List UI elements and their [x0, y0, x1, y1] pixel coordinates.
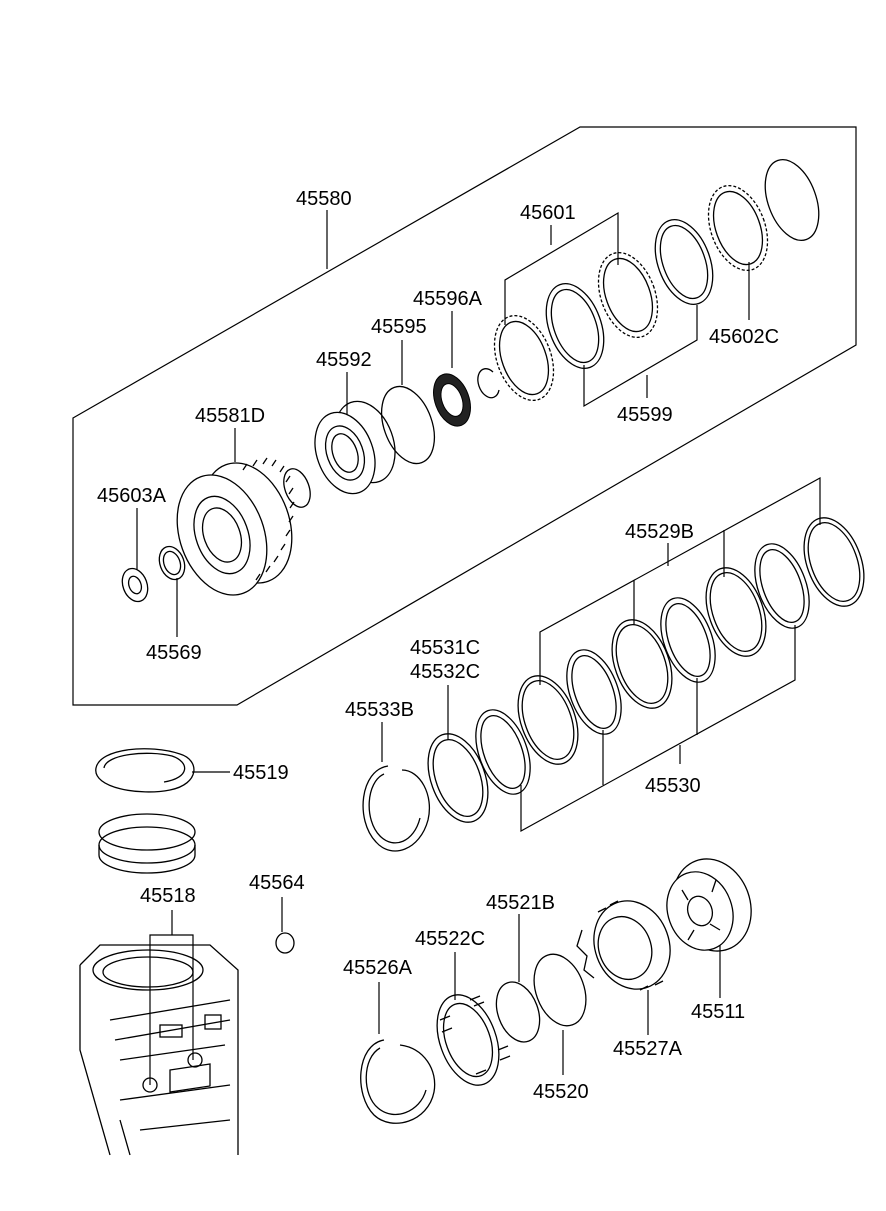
label-45581d: 45581D: [195, 405, 265, 427]
part-end-snap-ring: [764, 159, 820, 241]
label-45529b: 45529B: [625, 521, 694, 543]
part-45592-hub: [314, 400, 396, 495]
part-45519-snap-ring: [95, 748, 195, 793]
part-45533b-snap-ring: [362, 765, 430, 852]
part-small-snap-ring: [283, 468, 311, 508]
part-45518-piston: [98, 813, 196, 874]
part-45529b-plates: [517, 517, 865, 765]
label-45533b: 45533B: [345, 699, 414, 721]
label-45527a: 45527A: [613, 1038, 683, 1060]
part-45596a-bearing: [433, 373, 471, 427]
label-45519: 45519: [233, 762, 289, 784]
group-45580-outline: [72, 126, 857, 706]
label-45601: 45601: [520, 202, 576, 224]
label-45530: 45530: [645, 775, 701, 797]
label-45522c: 45522C: [415, 928, 485, 950]
part-45569-ring: [158, 545, 186, 581]
label-45531c: 45531C: [410, 637, 480, 659]
label-45596a: 45596A: [413, 288, 483, 310]
part-snap-clip: [477, 368, 500, 399]
part-45521b-ring: [495, 981, 541, 1043]
part-45599-discs: [545, 219, 714, 369]
label-45595: 45595: [371, 316, 427, 338]
label-45569: 45569: [146, 642, 202, 664]
upper-leader-lines: [136, 210, 750, 637]
part-45595-ring: [380, 385, 436, 465]
part-45603a-nut: [121, 567, 149, 603]
part-45601-plates: [493, 184, 769, 402]
part-45520-ring: [533, 953, 587, 1027]
label-45521b: 45521B: [486, 892, 555, 914]
label-45603a: 45603A: [97, 485, 167, 507]
label-45532c: 45532C: [410, 661, 480, 683]
part-45522c-retainer: [436, 994, 511, 1086]
middle-leader-lines: [381, 476, 821, 833]
label-45602c: 45602C: [709, 326, 779, 348]
label-45580: 45580: [296, 188, 352, 210]
label-45511: 45511: [691, 1001, 745, 1023]
transmission-case: [79, 944, 239, 1156]
label-45592: 45592: [316, 349, 372, 371]
part-45564-oring: [275, 932, 295, 954]
label-45518: 45518: [140, 885, 196, 907]
label-45526a: 45526A: [343, 957, 413, 979]
part-45530-plates: [475, 543, 810, 795]
label-45599: 45599: [617, 404, 673, 426]
part-45527a-piston: [576, 900, 671, 991]
label-45564: 45564: [249, 872, 305, 894]
part-45526a-snap-ring: [360, 1039, 436, 1124]
part-45511-housing: [666, 858, 752, 952]
part-45581d-drum: [176, 457, 295, 596]
label-45520: 45520: [533, 1081, 589, 1103]
